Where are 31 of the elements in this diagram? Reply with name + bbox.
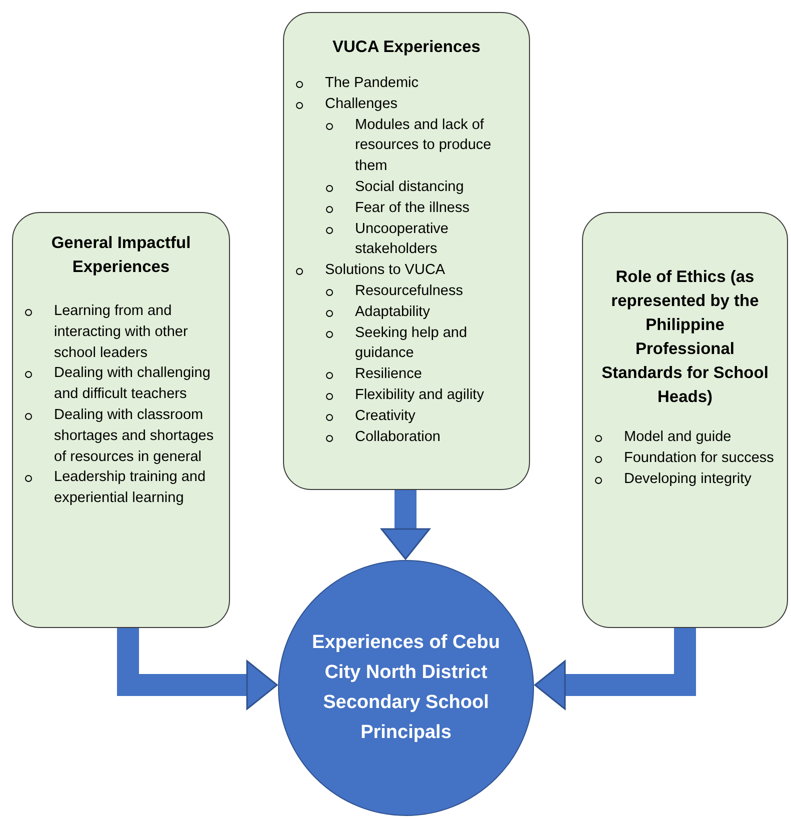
list-item: Adaptability — [355, 302, 430, 322]
list-item: The Pandemic — [325, 74, 418, 93]
category-box — [12, 212, 230, 628]
list-item: Resilience — [355, 365, 422, 384]
list-item: Leadership training and experiential learning — [54, 468, 207, 508]
list-item: Uncooperative stakeholders — [355, 220, 450, 260]
box-heading: Role of Ethics (as represented by the Philippine Professional Standards for School Heads) — [600, 267, 770, 408]
box-heading: VUCA Experiences — [332, 37, 482, 58]
category-box — [582, 212, 788, 628]
list-item: Resourcefulness — [355, 282, 463, 301]
list-item: Dealing with classroom shortages and shortages of resources in general — [54, 406, 215, 467]
list-item: Learning from and interacting with other school leaders — [54, 302, 189, 363]
list-item: Collaboration — [355, 428, 440, 447]
list-item: Dealing with challenging and difficult teachers — [54, 364, 212, 404]
list-item: Social distancing — [355, 178, 464, 197]
list-item: Foundation for success — [624, 448, 774, 468]
block-arrow — [117, 628, 278, 710]
list-item: Fear of the illness — [355, 198, 470, 218]
box-heading: General Impactful Experiences — [50, 233, 192, 278]
list-item: Solutions to VUCA — [325, 261, 446, 280]
list-item: Model and guide — [624, 428, 732, 447]
block-arrow — [380, 490, 430, 560]
circle-title: Experiences of Cebu City North District Secondary School Principals — [311, 631, 501, 745]
list-item: Seeking help and guidance — [355, 324, 468, 364]
category-box — [283, 12, 530, 490]
list-item: Creativity — [355, 406, 416, 426]
list-item: Flexibility and agility — [355, 386, 484, 405]
list-item: Modules and lack of resources to produce them — [355, 116, 492, 176]
list-item: Developing integrity — [624, 470, 752, 489]
block-arrow — [534, 628, 696, 710]
list-item: Challenges — [325, 94, 398, 114]
